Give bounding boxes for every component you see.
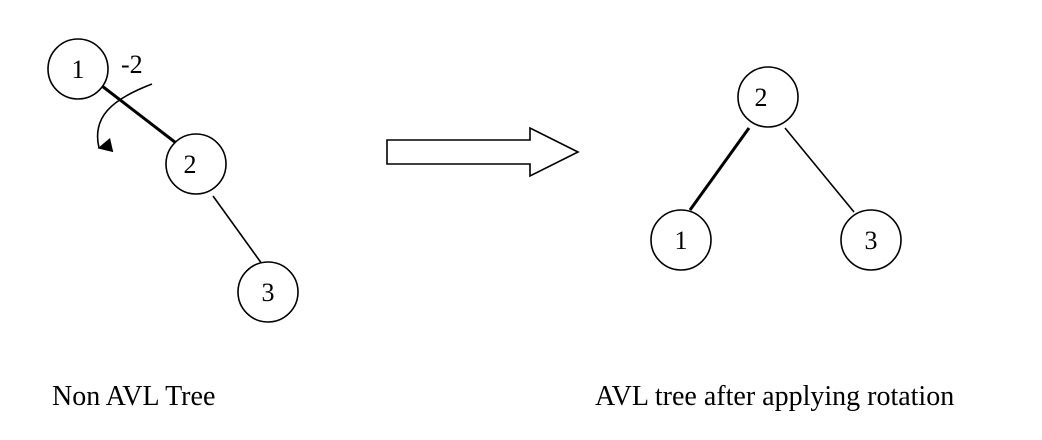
left-edge-2-3 (212, 195, 263, 265)
right-tree: 2 1 3 (650, 66, 902, 271)
left-node-2-label: 2 (184, 150, 197, 179)
right-node-1-label: 1 (675, 226, 688, 255)
right-node-2: 2 (737, 66, 799, 128)
right-node-2-label: 2 (755, 83, 768, 112)
right-edge-2-1 (688, 127, 751, 211)
left-tree: 1 -2 2 3 (47, 38, 299, 323)
left-node-1: 1 (47, 38, 109, 100)
right-caption: AVL tree after applying rotation (595, 381, 954, 412)
left-edge-1-2 (101, 84, 181, 148)
rotation-arrow-icon (96, 83, 153, 153)
transform-arrow-icon (386, 126, 580, 178)
left-node-2: 2 (165, 133, 227, 195)
balance-factor-label: -2 (121, 50, 143, 79)
left-node-1-label: 1 (72, 55, 85, 84)
right-edge-2-3 (784, 127, 855, 213)
right-node-3: 3 (840, 209, 902, 271)
left-node-3: 3 (237, 261, 299, 323)
left-node-3-label: 3 (262, 278, 275, 307)
right-node-1: 1 (650, 209, 712, 271)
right-node-3-label: 3 (865, 226, 878, 255)
left-caption: Non AVL Tree (52, 381, 215, 412)
